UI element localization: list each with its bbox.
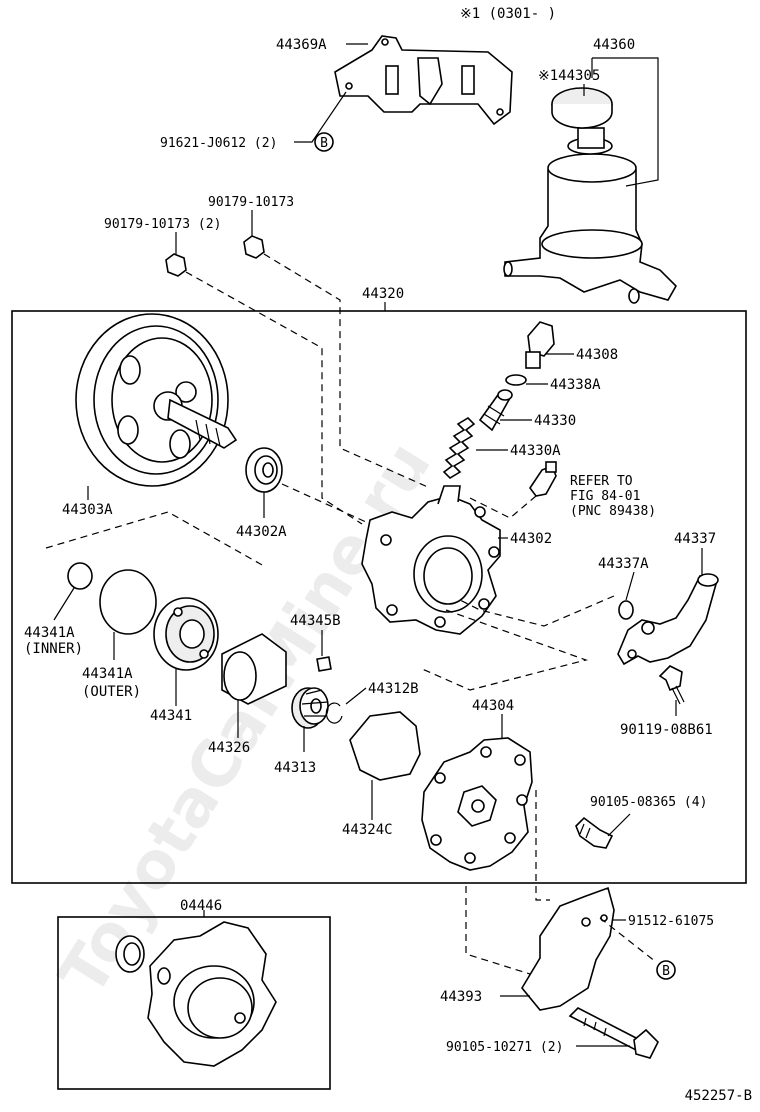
nut-single-dash <box>263 253 431 489</box>
label-pin[interactable]: 44345B <box>290 613 341 629</box>
kit-bearing <box>115 935 145 973</box>
valve-spring-44330a <box>442 416 476 480</box>
front-housing-44302 <box>361 485 501 635</box>
label-rear-housing[interactable]: 44304 <box>472 698 514 714</box>
label-flow-valve[interactable]: 44330 <box>534 413 576 429</box>
label-nut-pair[interactable]: 90179-10173 (2) <box>104 217 221 232</box>
ref-b-top-icon[interactable]: B <box>314 132 334 152</box>
housing-bolt-90105-08365 <box>575 816 614 849</box>
svg-text:B: B <box>662 964 670 979</box>
label-stay-bolt-small[interactable]: 91512-61075 <box>628 914 714 929</box>
label-bearing[interactable]: 44302A <box>236 524 287 540</box>
label-refer-3[interactable]: (PNC 89438) <box>570 504 656 519</box>
label-valve-spring[interactable]: 44330A <box>510 443 561 459</box>
gasket-kit-frame <box>57 916 331 1090</box>
pin-44345b <box>316 656 332 672</box>
reservoir-44360 <box>503 87 677 304</box>
rotor-44313 <box>291 687 329 729</box>
label-snap-ring[interactable]: 44312B <box>368 681 419 697</box>
bracket-44369a <box>334 35 513 126</box>
label-housing-bolt[interactable]: 90105-08365 (4) <box>590 795 707 810</box>
flow-valve-44330 <box>478 389 513 432</box>
stay-44393 <box>521 886 615 1011</box>
stay-bolt-long-90105-10271 <box>568 1007 659 1059</box>
sensor-dash <box>469 495 537 519</box>
label-o-ring-valve[interactable]: 44338A <box>550 377 601 393</box>
label-reservoir-cap[interactable]: ※144305 <box>538 68 600 84</box>
label-union-o-ring[interactable]: 44337A <box>598 556 649 572</box>
label-bracket[interactable]: 44369A <box>276 37 327 53</box>
label-o-ring-inner-note: (INNER) <box>24 641 83 657</box>
sensor-89438 <box>529 461 557 497</box>
gasket-44324c <box>349 711 421 781</box>
side-plate-44341 <box>153 597 219 671</box>
o-ring-inner-44341a <box>67 562 93 590</box>
nut-pair <box>165 253 187 277</box>
label-side-plate[interactable]: 44341 <box>150 708 192 724</box>
o-ring-inner-leader <box>53 587 75 621</box>
snap-ring-44312b <box>325 702 343 724</box>
production-note: ※1 (0301- ) <box>460 6 556 22</box>
label-cam-ring[interactable]: 44326 <box>208 740 250 756</box>
union-dash <box>459 595 615 627</box>
o-ring-44338a <box>505 374 527 386</box>
figure-number: 452257-B <box>685 1088 752 1104</box>
stay-dash-right <box>535 790 550 901</box>
label-refer-1[interactable]: REFER TO <box>570 474 633 489</box>
label-o-ring-inner[interactable]: 44341A <box>24 625 75 641</box>
pulley-44303a <box>75 313 238 487</box>
cam-ring-44326 <box>221 633 287 705</box>
nut-single <box>243 235 265 259</box>
union-bolt-90119 <box>658 665 685 705</box>
svg-text:B: B <box>320 136 328 151</box>
label-clip-bolt[interactable]: 91621-J0612 (2) <box>160 136 277 151</box>
label-union[interactable]: 44337 <box>674 531 716 547</box>
clip-bolt-leader <box>294 91 347 143</box>
label-gasket-kit[interactable]: 04446 <box>180 898 222 914</box>
rear-housing-44304 <box>421 737 533 871</box>
ref-b-bottom-icon[interactable]: B <box>656 960 676 980</box>
union-o-ring-leader <box>625 571 635 601</box>
main-assembly-frame <box>11 310 747 884</box>
label-union-bolt[interactable]: 90119-08B61 <box>620 722 713 738</box>
label-front-housing[interactable]: 44302 <box>510 531 552 547</box>
label-main-assembly[interactable]: 44320 <box>362 286 404 302</box>
label-stay-bolt-long[interactable]: 90105-10271 (2) <box>446 1040 563 1055</box>
o-ring-outer-44341a <box>99 569 157 635</box>
label-stay[interactable]: 44393 <box>440 989 482 1005</box>
label-rotor[interactable]: 44313 <box>274 760 316 776</box>
label-o-ring-outer[interactable]: 44341A <box>82 666 133 682</box>
label-nut-single[interactable]: 90179-10173 <box>208 195 294 210</box>
housing-bolt-leader <box>607 813 631 837</box>
label-reservoir[interactable]: 44360 <box>593 37 635 53</box>
stay-dash-left <box>465 886 531 975</box>
valve-fitting-44308 <box>525 321 555 369</box>
kit-seal-ring <box>173 965 255 1039</box>
label-refer-2[interactable]: FIG 84-01 <box>570 489 640 504</box>
reservoir-leader <box>591 57 659 187</box>
snap-ring-leader <box>345 687 367 705</box>
bearing-44302a <box>245 447 283 493</box>
union-44337 <box>617 573 719 666</box>
inner-parts-dash-2 <box>419 609 589 691</box>
label-gasket[interactable]: 44324C <box>342 822 393 838</box>
inner-parts-dash <box>45 511 265 567</box>
label-valve-fitting[interactable]: 44308 <box>576 347 618 363</box>
bearing-dash <box>281 483 367 523</box>
label-o-ring-outer-note: (OUTER) <box>82 684 141 700</box>
union-o-ring-44337a <box>618 600 634 620</box>
label-pulley[interactable]: 44303A <box>62 502 113 518</box>
